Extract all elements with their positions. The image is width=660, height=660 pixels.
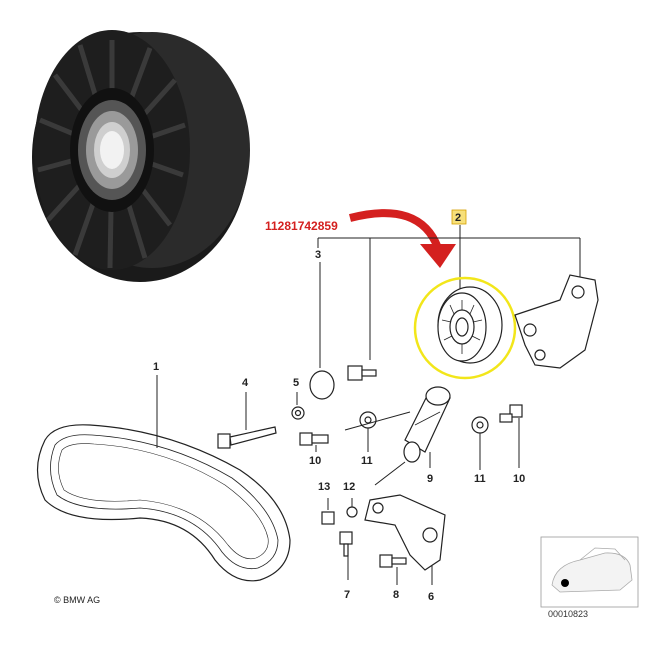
- copyright-text: © BMW AG: [54, 595, 100, 605]
- part-7-bolt: [339, 531, 353, 557]
- part-9-tensioner: [403, 386, 451, 463]
- upper-bracket: [514, 274, 599, 369]
- leader-tensioner: [344, 411, 411, 431]
- callout-6: 6: [428, 591, 434, 603]
- car-thumbnail: [540, 536, 639, 608]
- callout-10-right: 10: [513, 473, 525, 485]
- part-10-bolt-right: [499, 404, 523, 423]
- callout-4: 4: [242, 377, 249, 389]
- pulley-photo: [32, 30, 250, 282]
- red-arrowhead-icon: [420, 244, 456, 268]
- part-number-callout: 11281742859: [265, 209, 456, 268]
- callout-1: 1: [153, 361, 159, 373]
- location-dot-icon: [561, 579, 569, 587]
- part-13-nut: [321, 511, 335, 525]
- part-number-label: 11281742859: [265, 219, 338, 233]
- highlight-label-box: 2: [451, 209, 467, 225]
- callout-11-right: 11: [474, 473, 486, 485]
- callout-12: 12: [343, 481, 355, 493]
- leader-bracket: [374, 461, 406, 486]
- part-3-disc: [309, 370, 335, 400]
- highlight-label: 2: [455, 212, 461, 224]
- part-4-bolt: [217, 426, 277, 449]
- callout-10-left: 10: [309, 455, 321, 467]
- part-8-bolt: [379, 554, 407, 568]
- pulley-drawing: [437, 286, 503, 364]
- callout-5: 5: [293, 377, 299, 389]
- callout-13: 13: [318, 481, 330, 493]
- callout-11-left: 11: [361, 455, 373, 467]
- callout-8: 8: [393, 589, 399, 601]
- bolt-upper: [347, 365, 377, 381]
- car-outline-icon: [551, 552, 633, 593]
- red-arrow-icon: [349, 209, 442, 250]
- callout-3: 3: [315, 249, 321, 261]
- part-10-bolt-left: [299, 432, 329, 446]
- part-12-clip: [346, 506, 358, 518]
- highlight-circle: [413, 276, 517, 380]
- part-6-bracket: [364, 494, 446, 571]
- part-1-belt: [36, 424, 291, 582]
- callout-7: 7: [344, 589, 350, 601]
- reference-code: 00010823: [548, 609, 588, 619]
- callout-9: 9: [427, 473, 433, 485]
